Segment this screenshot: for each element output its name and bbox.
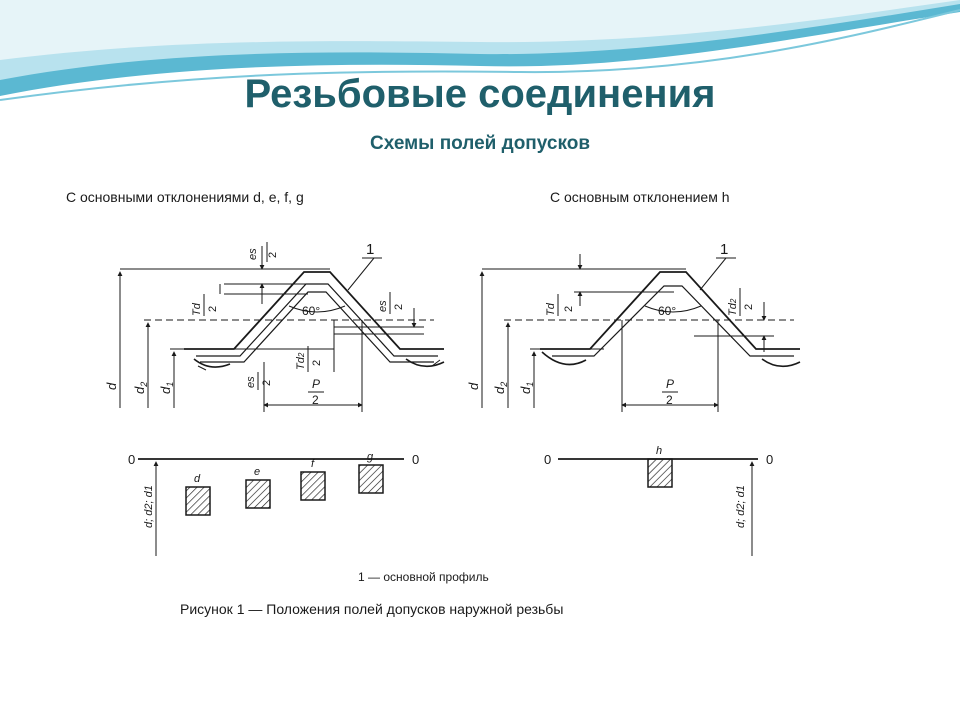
figure-caption: Рисунок 1 — Положения полей допусков нар… xyxy=(180,601,563,617)
right-panel-heading: С основным отклонением h xyxy=(550,189,730,205)
right-d2-label: d2 xyxy=(492,382,509,394)
left-callout-leader xyxy=(347,257,375,291)
left-p-num: P xyxy=(312,377,320,391)
right-td-den: 2 xyxy=(563,306,575,312)
left-td-den: 2 xyxy=(207,306,219,312)
left-panel: С основными отклонениями d, e, f, g d d2… xyxy=(66,189,445,556)
left-es-right-num: es xyxy=(377,300,389,312)
right-d1-label: d1 xyxy=(518,382,535,394)
left-d1-label: d1 xyxy=(158,382,175,394)
left-axis-label: d; d2; d1 xyxy=(143,485,155,528)
right-td-num: Td xyxy=(545,302,557,316)
left-zero-label-right: 0 xyxy=(412,452,419,467)
left-root-hatch-l xyxy=(197,365,207,371)
field-f-label: f xyxy=(311,458,315,470)
left-p-den: 2 xyxy=(312,393,319,407)
left-callout-number: 1 xyxy=(366,241,374,258)
right-callout-number: 1 xyxy=(720,241,728,258)
field-h-label: h xyxy=(656,445,662,457)
left-td2-num: Td2 xyxy=(295,352,307,370)
left-zero-label-left: 0 xyxy=(128,452,135,467)
left-angle-label: 60° xyxy=(302,304,320,318)
field-e-label: e xyxy=(254,466,260,478)
right-callout-leader xyxy=(699,257,727,291)
right-p-den: 2 xyxy=(666,393,673,407)
left-es-bottom-den: 2 xyxy=(261,380,273,386)
thread-tolerance-figure: С основными отклонениями d, e, f, g d d2… xyxy=(34,176,882,650)
left-d2-label: d2 xyxy=(132,382,149,394)
left-td-num: Td xyxy=(191,302,203,316)
right-td2-den: 2 xyxy=(743,304,755,310)
field-d-box xyxy=(185,486,211,516)
field-g-label: g xyxy=(367,451,374,463)
slide-subtitle: Схемы полей допусков xyxy=(370,133,590,154)
left-root-left xyxy=(193,358,231,368)
left-actual-profile-inner xyxy=(200,291,434,363)
field-d-label: d xyxy=(194,473,201,485)
left-root-right xyxy=(405,358,445,368)
left-angle-arc xyxy=(288,305,346,313)
right-td2-num: Td2 xyxy=(727,298,739,316)
left-es-num: es xyxy=(247,248,259,260)
field-e-box xyxy=(245,479,271,509)
right-d-label: d xyxy=(466,382,481,390)
right-axis-label: d; d2; d1 xyxy=(735,485,747,528)
left-es-den: 2 xyxy=(267,252,279,258)
left-panel-heading: С основными отклонениями d, e, f, g xyxy=(66,189,304,205)
right-root-right xyxy=(761,358,801,368)
left-d-label: d xyxy=(104,382,119,390)
left-root-hatch-r xyxy=(431,359,441,367)
right-zero-label-right: 0 xyxy=(766,452,773,467)
wave-line xyxy=(0,9,960,101)
right-root-left xyxy=(541,351,587,366)
wave-top-band xyxy=(0,0,960,60)
left-actual-profile-outer xyxy=(196,283,438,357)
right-zero-label-left: 0 xyxy=(544,452,551,467)
right-angle-label: 60° xyxy=(658,304,676,318)
left-es-bottom-num: es xyxy=(245,376,257,388)
right-angle-arc xyxy=(644,305,702,313)
figure-background xyxy=(34,176,882,650)
field-g-box xyxy=(358,464,384,494)
slide-title: Резьбовые соединения xyxy=(244,72,716,116)
left-es-right-den: 2 xyxy=(393,304,405,310)
figure-legend: 1 — основной профиль xyxy=(358,570,489,584)
right-panel: С основным отклонением h d d2 d1 Td 2 1 … xyxy=(466,189,801,556)
field-f-box xyxy=(300,471,326,501)
right-actual-profile xyxy=(552,285,794,357)
left-td2-den: 2 xyxy=(311,360,323,366)
right-p-num: P xyxy=(666,377,674,391)
field-h-box xyxy=(647,458,673,488)
wave-header-decoration xyxy=(0,0,960,101)
